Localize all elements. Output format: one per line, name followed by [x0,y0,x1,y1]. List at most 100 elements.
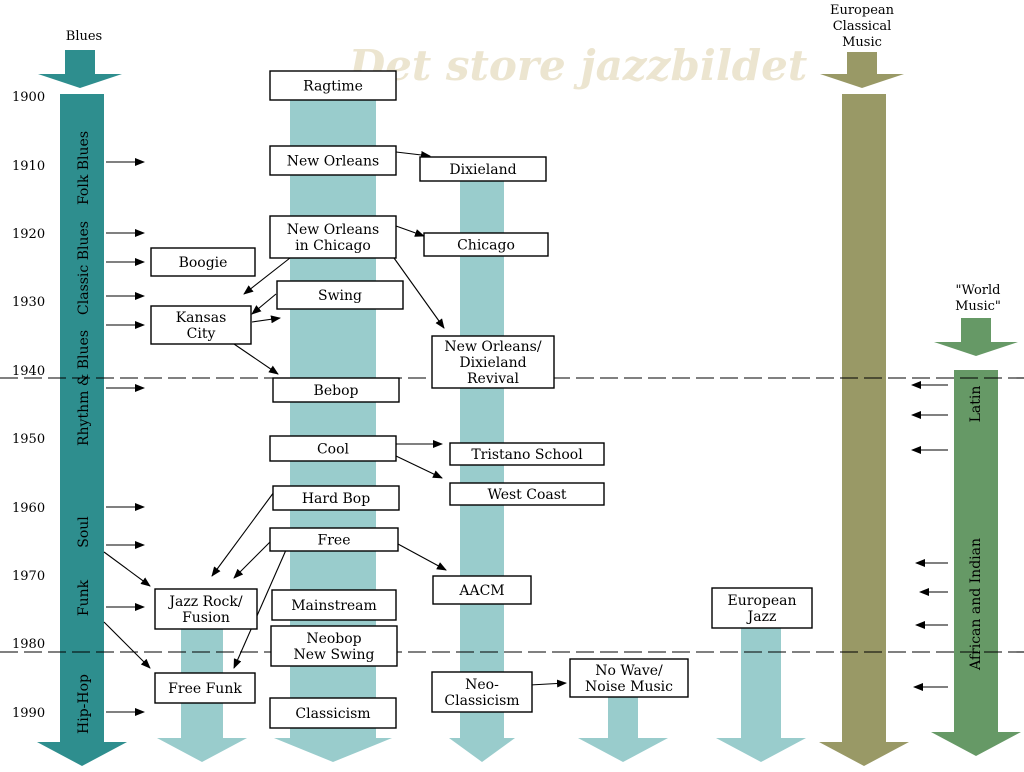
box-free: Free [269,527,399,552]
box-west-coast-frame [449,482,605,506]
jazz-streams [157,96,806,762]
year-label-1960: 1960 [12,501,45,516]
european-classical-header-line-1: European [830,3,895,18]
influence-arrow-24 [251,293,277,315]
box-jazz-rock: Jazz Rock/Fusion [154,588,258,630]
influence-arrow-12 [103,621,151,669]
box-mainstream-line-1: Mainstream [291,598,377,614]
box-neo-classicism-line-2: Classicism [444,693,519,709]
box-free-funk-line-1: Free Funk [168,681,242,697]
blues-label-soul: Soul [76,516,92,548]
box-no-wave-frame [569,658,689,698]
box-swing: Swing [276,280,404,310]
box-jazz-rock-frame [154,588,258,630]
box-new-orleans-frame [269,145,397,176]
world-label-african-indian: African and Indian [968,538,984,671]
year-label-1910: 1910 [12,159,45,174]
diagram-title: Det store jazzbildet [348,41,808,90]
influence-arrow-21 [395,225,425,237]
box-tristano-line-1: Tristano School [471,447,583,463]
box-boogie: Boogie [150,247,256,277]
box-neobop-line-2: New Swing [294,647,375,663]
box-bebop: Bebop [272,377,400,403]
box-no-revival-line-2: Dixieland [459,355,526,371]
box-cool: Cool [269,435,397,462]
box-chicago: Chicago [423,232,549,257]
no-wave-stream [578,694,668,762]
blues-stream [37,94,127,766]
main-streams [37,50,1021,766]
box-neo-classicism-frame [431,671,533,713]
influence-arrow-22 [243,257,291,295]
box-no-revival-line-1: New Orleans/ [444,339,541,355]
box-neo-classicism-line-1: Neo- [465,677,499,693]
box-classicism-line-1: Classicism [295,706,370,722]
box-neobop-line-1: Neobop [306,631,361,647]
box-european-jazz-line-1: European [728,593,797,609]
dixieland-stream [449,178,515,762]
box-aacm-frame [432,575,532,605]
blues-head-arrow [38,50,122,88]
world-head-arrow [934,318,1018,356]
box-chicago-frame [423,232,549,257]
box-new-orleans-line-1: New Orleans [287,154,379,170]
box-no-wave-line-2: Noise Music [585,679,673,695]
box-boogie-line-1: Boogie [179,255,228,271]
year-label-1970: 1970 [12,569,45,584]
influence-arrow-31 [233,549,287,669]
box-kansas-city-line-1: Kansas [176,310,227,326]
box-free-frame [269,527,399,552]
year-label-1900: 1900 [12,90,45,105]
box-hard-bop-line-1: Hard Bop [302,491,370,507]
year-label-1990: 1990 [12,706,45,721]
world-music-header-line-1: "World [956,283,1001,298]
box-neo-classicism: Neo-Classicism [431,671,533,713]
influence-arrow-26 [233,343,279,375]
influence-arrow-29 [211,491,275,577]
influence-arrow-11 [103,551,151,587]
box-new-orleans-chicago-line-2: in Chicago [295,238,371,254]
european-classical-header: European Classical Music [830,3,895,50]
box-ragtime: Ragtime [269,70,397,101]
world-music-header-line-2: Music" [955,299,1001,314]
box-bebop-frame [272,377,400,403]
box-aacm: AACM [432,575,532,605]
european-jazz-stream [716,626,806,762]
box-mainstream-frame [271,589,397,621]
european-classical-header-line-2: Classical [833,19,892,34]
blues-label-hip-hop: Hip-Hop [76,674,92,734]
blues-label-rhythm-blues: Rhythm & Blues [76,330,92,446]
box-boogie-frame [150,247,256,277]
influence-arrow-30 [233,537,275,579]
box-hard-bop-frame [272,485,400,511]
box-swing-frame [276,280,404,310]
box-hard-bop: Hard Bop [272,485,400,511]
box-chicago-line-1: Chicago [457,238,515,254]
influence-arrow-25 [251,315,281,324]
influence-arrow-32 [397,543,447,571]
box-kansas-city-line-2: City [187,326,216,342]
influence-arrow-28 [395,455,443,479]
box-cool-line-1: Cool [317,442,350,458]
year-label-1940: 1940 [12,364,45,379]
box-no-wave-line-1: No Wave/ [595,663,663,679]
european-classical-header-line-3: Music [842,35,882,50]
box-kansas-city-frame [150,305,252,345]
year-label-1950: 1950 [12,432,45,447]
box-jazz-rock-line-2: Fusion [182,610,230,626]
classical-stream [819,94,909,766]
box-european-jazz-frame [711,587,813,629]
classical-head-arrow [820,52,904,88]
box-neobop-frame [270,625,398,667]
blues-label-funk: Funk [76,579,92,616]
box-european-jazz-line-2: Jazz [746,609,777,625]
world-label-latin: Latin [968,386,984,423]
blues-header: Blues [66,29,102,44]
box-swing-line-1: Swing [318,288,362,304]
box-new-orleans-chicago-frame [269,215,397,259]
